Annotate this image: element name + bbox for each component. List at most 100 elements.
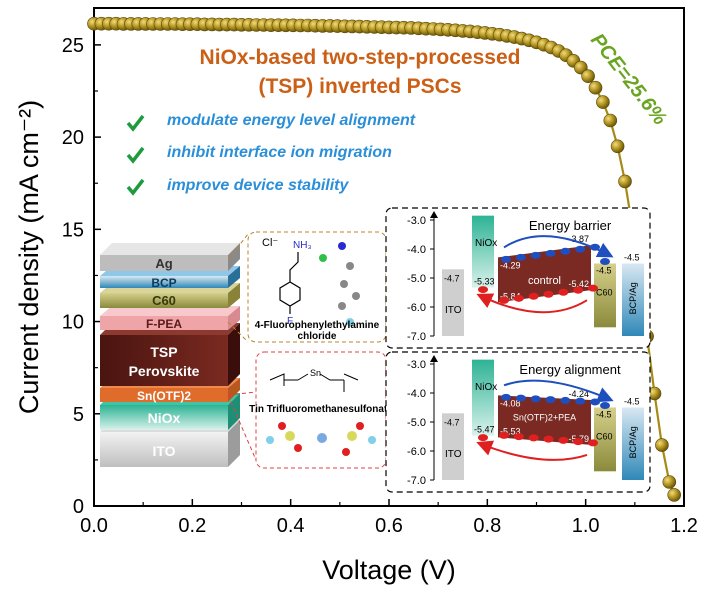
cb-left-value: -4.08: [500, 398, 521, 408]
f-atom: [266, 436, 274, 444]
hole-icon: [588, 284, 598, 292]
series-group: [87, 16, 682, 502]
data-point: [662, 475, 677, 489]
bullet-item: improve device stability: [167, 177, 350, 194]
connector-top: [227, 233, 249, 343]
cb-right-value: -3.87: [568, 234, 589, 244]
c60-value: -4.5: [596, 266, 612, 276]
bcp-bar: [622, 263, 644, 336]
c-atom: [352, 292, 360, 300]
x-tick-label: 0.4: [277, 515, 305, 537]
perovskite-band: [498, 395, 591, 445]
fpea-name-line1: 4-Fluorophenylethylamine: [255, 320, 380, 331]
energy-tick-label: -3.0: [407, 359, 426, 371]
c60-bar: [594, 263, 616, 328]
hole-icon: [528, 292, 539, 300]
n-atom: [338, 242, 346, 250]
c60-value: -4.5: [596, 410, 612, 420]
layer-ito: ITO: [152, 443, 175, 459]
perovskite-label: Sn(OTF)2+PEA: [513, 412, 576, 422]
hole-icon: [499, 296, 509, 304]
electron-icon: [530, 395, 541, 403]
c60-label: C60: [596, 431, 613, 441]
y-tick-label: 25: [62, 35, 84, 57]
layer-perovskite: TSP: [150, 344, 177, 360]
vb-left-value: -5.84: [500, 291, 521, 301]
device-stack: ITO NiOx Sn(OTF)2 TSP Perovskite F-PEA C…: [100, 243, 240, 467]
s-atom: [285, 431, 295, 441]
electron-icon: [501, 393, 511, 401]
energy-tick-label: -6.0: [407, 446, 426, 458]
electron-icon: [600, 402, 610, 409]
hole-icon: [588, 439, 598, 447]
sn-atom: [317, 433, 327, 443]
cl-atom: [319, 254, 327, 262]
sn-atom-label: Sn: [310, 368, 321, 378]
layer-snotf: Sn(OTF)2: [137, 389, 191, 403]
hole-icon: [513, 433, 524, 441]
electron-icon: [560, 247, 571, 255]
x-tick-label: 1.2: [670, 515, 698, 537]
ito-value: -4.7: [444, 273, 460, 283]
electron-arrow: [503, 379, 614, 403]
electron-icon: [590, 398, 600, 406]
y-tick-label: 10: [62, 312, 84, 334]
bullet-item: inhibit interface ion migration: [167, 144, 392, 161]
bcp-label: BCP/Ag: [628, 282, 638, 314]
fpea-molecule-box: Cl⁻ NH₃ F 4-Fluorophenylethylamine chlor…: [247, 231, 387, 343]
electron-icon: [515, 394, 526, 402]
c60-label: C60: [596, 287, 613, 297]
hole-icon: [573, 286, 584, 294]
niox-label: NiOx: [475, 382, 497, 393]
fpea-name-line2: chloride: [298, 331, 337, 342]
c-atom: [340, 280, 348, 288]
layer-perovskite-sub: Perovskite: [129, 363, 200, 379]
electron-icon: [545, 396, 556, 404]
f-atom: [368, 436, 376, 444]
f-atom: [346, 318, 354, 326]
ammonium-label: NH₃: [293, 240, 312, 251]
energy-axis-arrow: [430, 355, 438, 362]
hole-icon: [543, 290, 554, 298]
x-axis-title: Voltage (V): [322, 555, 456, 585]
energy-panel-title: Energy barrier: [529, 218, 612, 233]
cb-left-value: -4.29: [500, 260, 521, 270]
hole-icon: [478, 286, 488, 294]
energy-tick-label: -5.0: [407, 273, 426, 285]
ito-bar: [442, 269, 464, 336]
check-icon: [126, 146, 145, 164]
electron-icon: [515, 253, 526, 261]
chloride-label: Cl⁻: [262, 237, 278, 249]
y-tick-label: 15: [62, 219, 84, 241]
cb-right-value: -4.24: [568, 389, 589, 399]
electron-icon: [560, 396, 571, 404]
vb-right-value: -5.42: [568, 279, 589, 289]
hole-icon: [573, 438, 584, 446]
bcp-bar: [622, 407, 644, 480]
o-atom: [342, 448, 350, 456]
bcp-value: -4.5: [624, 253, 640, 263]
data-point: [667, 488, 682, 502]
snotf-structure: [269, 373, 359, 392]
energy-tick-label: -4.0: [407, 244, 426, 256]
x-tick-label: 0.8: [473, 515, 501, 537]
c60-bar: [594, 407, 616, 472]
ito-value: -4.7: [444, 417, 460, 427]
bcp-value: -4.5: [624, 397, 640, 407]
o-atom: [356, 422, 364, 430]
hole-icon: [558, 436, 569, 444]
snotf-molecule-box: Sn Tin Trifluoromethanesulfonate: [249, 351, 393, 469]
energy-tick-label: -4.0: [407, 388, 426, 400]
energy-tick-label: -7.0: [407, 475, 426, 487]
energy-tick-label: -7.0: [407, 331, 426, 343]
energy-tick-label: -5.0: [407, 417, 426, 429]
electron-icon: [575, 245, 586, 253]
s-atom: [347, 431, 357, 441]
y-tick-label: 5: [73, 404, 84, 426]
hole-icon: [528, 434, 539, 442]
